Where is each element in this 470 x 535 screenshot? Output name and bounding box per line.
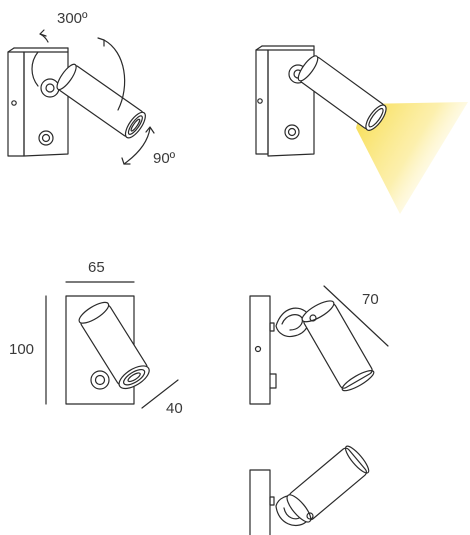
depth-dimension-line	[141, 379, 179, 409]
rotation-view	[7, 29, 155, 165]
switch-knob	[90, 370, 110, 390]
pivot-knuckle	[40, 78, 60, 98]
front-view	[45, 281, 179, 409]
width-dimension-label: 65	[88, 259, 105, 276]
tilt-arrow-end	[145, 126, 155, 134]
spotlight-body	[286, 445, 370, 523]
length-dimension-line	[323, 285, 389, 347]
spotlight-body	[78, 301, 150, 390]
rotation-arrow-left	[39, 29, 47, 37]
side-view	[249, 285, 389, 405]
vertical-rotation-label: 90º	[153, 150, 176, 167]
switch-knob	[284, 124, 300, 140]
plate-screw	[254, 345, 262, 353]
horizontal-rotation-arc	[31, 51, 39, 87]
plate-screw	[11, 100, 17, 106]
side-plate	[249, 295, 271, 405]
plate-face	[23, 51, 69, 157]
beam-view	[255, 45, 468, 214]
length-dimension-label: 70	[362, 291, 379, 308]
plate-face	[267, 49, 315, 157]
light-beam	[356, 102, 468, 214]
rotation-arrow-right	[97, 37, 105, 47]
plate-screw	[257, 98, 263, 104]
switch-knob	[38, 130, 54, 146]
depth-dimension-label: 40	[166, 400, 183, 417]
spotlight-body	[56, 63, 146, 139]
tilted-view	[249, 445, 370, 535]
tilt-arrow-start	[121, 157, 131, 165]
vertical-rotation-arc	[123, 127, 151, 165]
switch-knob	[269, 373, 277, 389]
spotlight-body	[301, 300, 375, 392]
lens-ring	[118, 365, 150, 390]
spotlight-body	[297, 55, 387, 131]
side-plate	[249, 469, 271, 535]
horizontal-rotation-label: 300º	[57, 10, 88, 27]
lens-ring	[365, 104, 387, 131]
height-dimension-label: 100	[9, 341, 35, 358]
lens-ring	[124, 111, 146, 139]
